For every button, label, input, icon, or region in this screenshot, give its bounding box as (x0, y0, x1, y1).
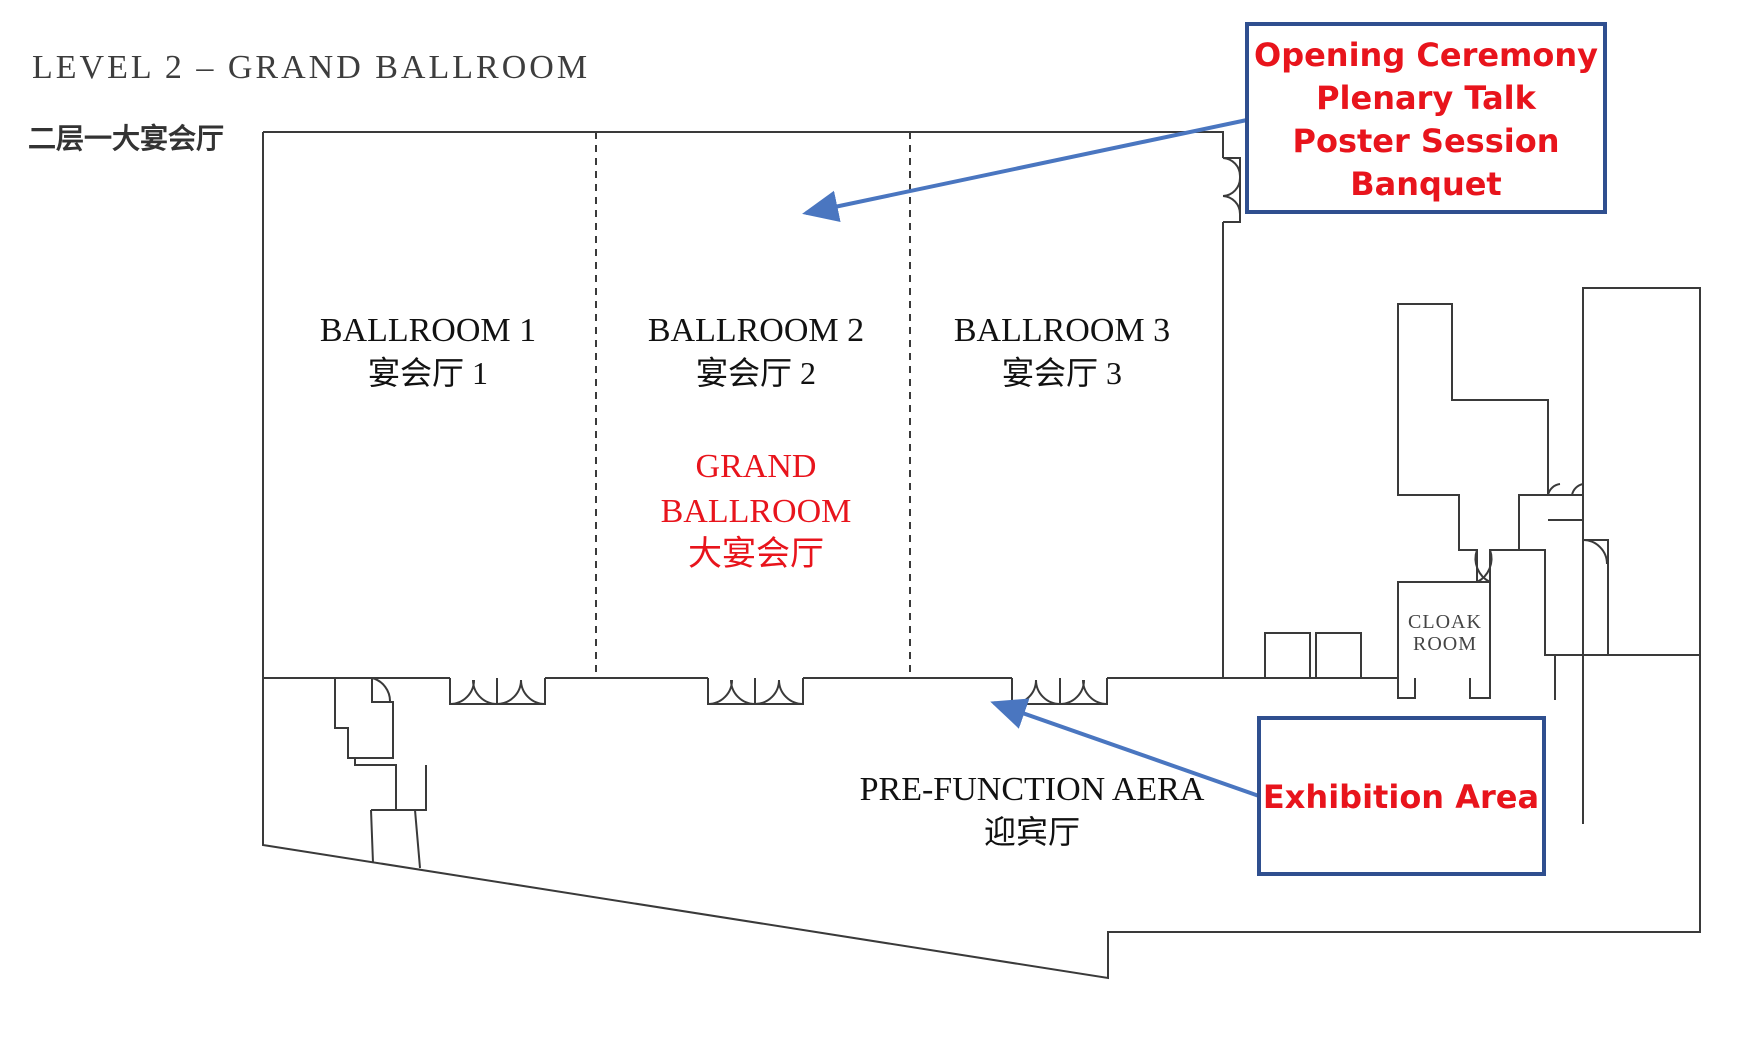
grand-ballroom-label-1: GRAND (696, 448, 817, 485)
ballroom-1-label: BALLROOM 1 (320, 312, 536, 349)
map-title-cn: 二层一大宴会厅 (28, 122, 224, 155)
callout-event-1: Opening Ceremony (1254, 36, 1598, 74)
grand-ballroom-label-cn: 大宴会厅 (688, 535, 824, 573)
callout-event-2: Plenary Talk (1316, 79, 1537, 117)
cloak-room-label-2: ROOM (1413, 633, 1477, 655)
ballroom-3-label-cn: 宴会厅 3 (1002, 355, 1122, 391)
ballroom-2-label-cn: 宴会厅 2 (696, 355, 816, 391)
grand-ballroom-label-2: BALLROOM (661, 493, 852, 530)
ballroom-1-label-cn: 宴会厅 1 (368, 355, 488, 391)
map-title: LEVEL 2 – GRAND BALLROOM (32, 49, 590, 86)
pre-function-label: PRE-FUNCTION AERA (860, 771, 1205, 808)
callout-event-4: Banquet (1350, 165, 1501, 203)
ballroom-3-label: BALLROOM 3 (954, 312, 1170, 349)
floor-plan-walls (262, 131, 1701, 980)
pre-function-label-cn: 迎宾厅 (984, 814, 1080, 850)
callout-exhibition: Exhibition Area (1257, 716, 1546, 876)
arrow-to-pre-function (990, 698, 1260, 798)
arrow-to-ballroom (802, 118, 1248, 223)
callout-ballroom-events: Opening Ceremony Plenary Talk Poster Ses… (1245, 22, 1607, 214)
callout-event-3: Poster Session (1293, 122, 1560, 160)
cloak-room-label-1: CLOAK (1408, 611, 1482, 633)
callout-exhibition-label: Exhibition Area (1263, 778, 1539, 816)
ballroom-2-label: BALLROOM 2 (648, 312, 864, 349)
